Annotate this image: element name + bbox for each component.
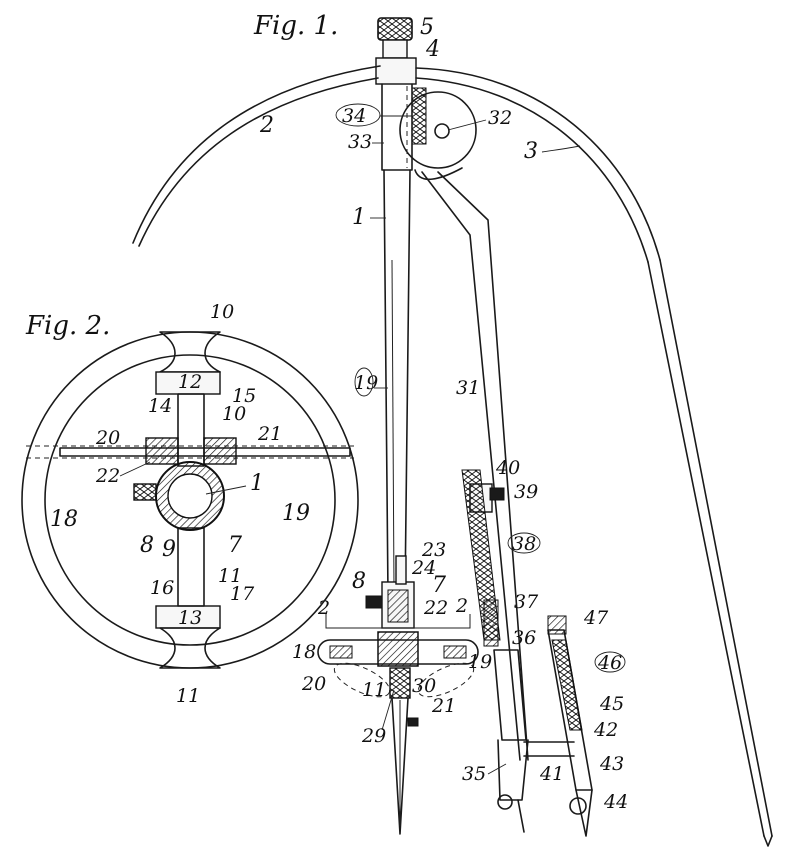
fig2-label-12: 12 (178, 371, 202, 393)
fig2-label-8: 8 (140, 533, 154, 558)
fig2-label-14: 14 (148, 395, 172, 417)
attachment-screw (547, 615, 567, 635)
rod-11 (177, 527, 205, 607)
label-39: 39 (514, 481, 538, 503)
label-31: 31 (456, 377, 480, 399)
label-11: 11 (362, 679, 386, 701)
label-3: 3 (524, 139, 538, 164)
label-36: 36 (512, 627, 536, 649)
label-32: 32 (488, 107, 512, 129)
fig2-label-11: 11 (218, 565, 242, 587)
label-44: 44 (603, 791, 628, 813)
label-29: 29 (361, 725, 386, 747)
label-7: 7 (432, 573, 446, 598)
label-45: 45 (599, 693, 624, 715)
label-43: 43 (599, 753, 624, 775)
head-spring (411, 87, 427, 145)
figure-1: Fig. 1. (132, 11, 773, 847)
label-35: 35 (462, 763, 486, 785)
leg-spring (461, 469, 501, 641)
pen-body (493, 649, 527, 741)
center-point (391, 697, 409, 835)
fig2-label-1: 1 (250, 471, 264, 496)
label-23: 23 (421, 539, 446, 561)
label-5: 5 (420, 15, 434, 40)
label-2-right: 2 (455, 595, 468, 617)
label-41: 41 (539, 763, 564, 785)
label-19-ring: 19 (468, 651, 492, 673)
bar-clamp-right (203, 437, 237, 465)
top-collar (375, 57, 417, 85)
label-46: 46 (597, 652, 622, 674)
fig2-label-19: 19 (282, 501, 310, 526)
label-40: 40 (495, 457, 520, 479)
fig2-label-15: 15 (232, 385, 256, 407)
label-2: 2 (259, 113, 274, 138)
fig2-label-20: 20 (95, 427, 120, 449)
lower-knob (389, 667, 411, 699)
label-4: 4 (425, 37, 440, 62)
fig1-title: Fig. 1. (253, 11, 338, 41)
fig2-label-21: 21 (257, 423, 282, 445)
label-24: 24 (411, 557, 436, 579)
pivot-disk (399, 91, 477, 169)
label-42: 42 (593, 719, 618, 741)
label-34: 34 (342, 105, 366, 127)
ring-inner (44, 354, 336, 646)
bar-clamp-left (145, 437, 179, 465)
clamp-screw (489, 487, 505, 501)
bottom-hub (159, 627, 221, 669)
cross-arm (523, 741, 575, 757)
attachment-spring (551, 639, 583, 731)
right-leg (659, 259, 773, 837)
top-knob (377, 17, 413, 59)
label-8: 8 (352, 569, 366, 594)
label-22: 22 (423, 597, 448, 619)
top-hub (159, 331, 221, 373)
swing-leg (421, 171, 521, 761)
shaft-head (381, 83, 413, 171)
pen-wheel (497, 794, 513, 810)
center-block (377, 631, 419, 667)
set-screw (133, 483, 157, 501)
label-33: 33 (348, 131, 372, 153)
fig2-label-9: 9 (162, 537, 176, 562)
label-1: 1 (352, 205, 366, 230)
section-line (325, 614, 471, 629)
label-37: 37 (514, 591, 539, 613)
fig2-label-10-rod: 10 (222, 403, 246, 425)
label-38: 38 (512, 533, 536, 555)
fig2-label-10: 10 (210, 301, 234, 323)
fig2-label-7: 7 (228, 533, 242, 558)
clamp-screw-8 (365, 595, 383, 609)
label-20: 20 (301, 673, 326, 695)
label-30: 30 (412, 675, 436, 697)
label-19: 19 (354, 372, 378, 394)
fig2-label-11-hub: 11 (176, 685, 200, 707)
label-18: 18 (292, 641, 316, 663)
fig2-title: Fig. 2. (25, 311, 110, 341)
fig2-label-22: 22 (95, 465, 120, 487)
main-shaft (383, 169, 389, 596)
label-2-left: 2 (317, 597, 330, 619)
pin-23 (395, 555, 407, 585)
label-21: 21 (431, 695, 456, 717)
figure-2: Fig. 2. 10 12 14 15 10 20 21 22 (21, 301, 359, 707)
fig2-label-17: 17 (230, 583, 255, 605)
fig2-label-13: 13 (178, 607, 202, 629)
attachment-wheel (569, 797, 587, 815)
label-47: 47 (583, 607, 609, 629)
arc-left (132, 65, 381, 244)
fig2-label-18: 18 (50, 507, 78, 532)
fig2-label-16: 16 (150, 577, 174, 599)
arc-right (415, 67, 661, 261)
